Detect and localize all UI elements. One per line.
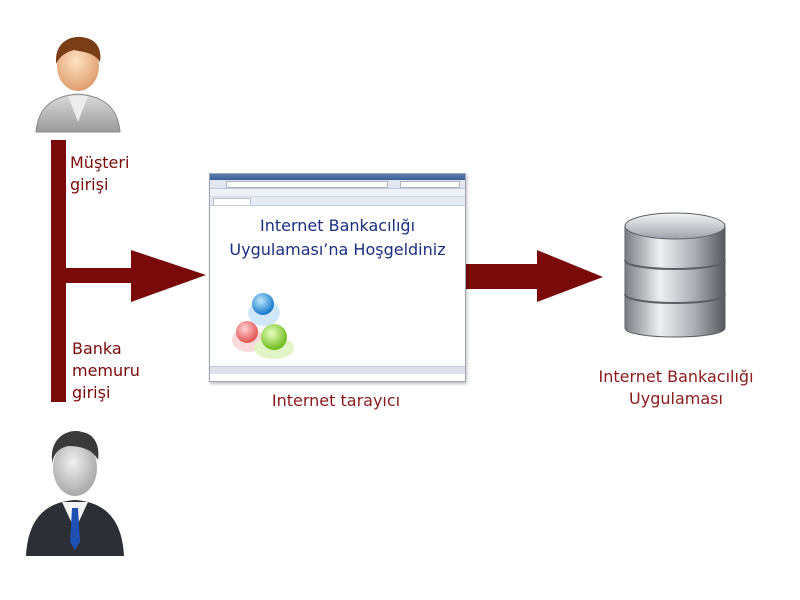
browser-content: Internet Bankacılığı Uygulaması’na Hoşge…	[210, 206, 465, 374]
bank-staff-person-icon	[26, 431, 124, 556]
arrow-to-browser	[66, 250, 206, 302]
three-circles-logo-icon	[232, 293, 294, 359]
browser-address-bar	[210, 180, 465, 189]
customer-person-icon	[35, 36, 121, 133]
browser-tab-bar	[210, 197, 465, 206]
application-label: Internet Bankacılığı Uygulaması	[598, 367, 754, 408]
staff-entry-label: Banka memuru girişi	[72, 339, 140, 402]
browser-favorites-bar	[210, 189, 465, 197]
arrow-to-application	[464, 250, 603, 302]
browser-title-bar	[210, 174, 465, 180]
vertical-connector-bar	[51, 140, 66, 402]
welcome-heading: Internet Bankacılığı Uygulaması’na Hoşge…	[229, 216, 446, 259]
browser-window: Internet Bankacılığı Uygulaması’na Hoşge…	[209, 173, 466, 382]
database-icon	[624, 212, 726, 338]
browser-status-bar	[210, 366, 465, 374]
customer-entry-label: Müşteri girişi	[70, 153, 130, 194]
browser-label: Internet tarayıcı	[271, 391, 401, 410]
